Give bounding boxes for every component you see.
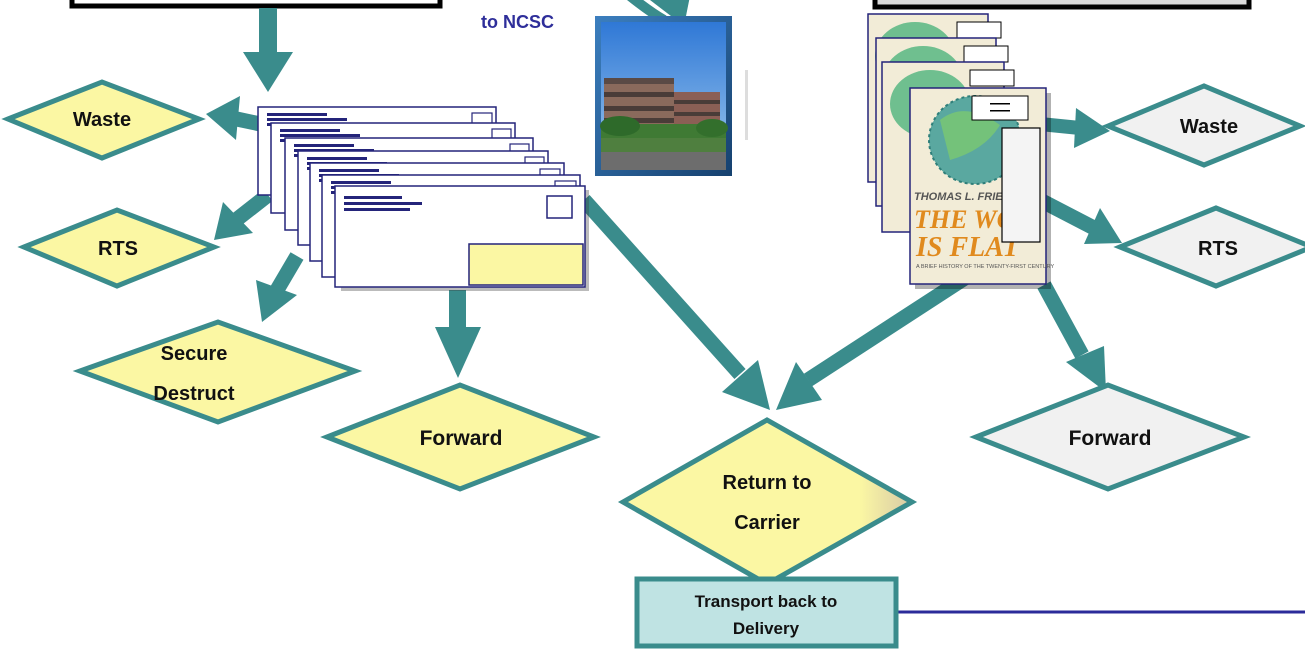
book-cover-front: THOMAS L. FRIED THE WOR IS FLAT A BRIEF … xyxy=(909,87,1054,289)
diamond-forward-letters: Forward xyxy=(320,382,601,492)
diamond-label: Waste xyxy=(73,109,131,131)
diamond-return-to-carrier: Return to Carrier xyxy=(617,417,918,587)
top-left-box xyxy=(69,0,443,9)
book-author: THOMAS L. FRIED xyxy=(914,191,1011,203)
arrow-down-from-top xyxy=(243,8,293,92)
diamond-waste-letters: Waste xyxy=(1,79,206,161)
arrow-letters-to-return xyxy=(578,194,770,410)
arrow-to-waste-left xyxy=(206,96,267,140)
book-subtitle: A BRIEF HISTORY OF THE TWENTY-FIRST CENT… xyxy=(916,264,1054,270)
arrow-to-rts-left xyxy=(214,189,273,240)
diamond-label-line2: Carrier xyxy=(734,512,800,534)
diamond-label: Waste xyxy=(1180,116,1238,138)
letter-envelope-stack xyxy=(257,106,589,291)
transport-back-box: Transport back to Delivery xyxy=(634,576,899,649)
transport-label-line1: Transport back to xyxy=(695,592,838,611)
diamond-label-line1: Secure xyxy=(161,343,228,365)
top-right-box xyxy=(872,0,1252,10)
arrow-to-secure-destruct xyxy=(256,252,304,322)
arrow-to-rts-right xyxy=(1036,193,1122,244)
arrow-flats-to-return xyxy=(776,269,973,410)
diamond-label-line1: Return to xyxy=(723,472,812,494)
diamond-rts-letters: RTS xyxy=(17,207,221,289)
envelope-front xyxy=(334,185,589,291)
diamond-rts-flats: RTS xyxy=(1113,205,1305,289)
diamond-label-line2: Destruct xyxy=(153,383,234,405)
diamond-forward-flats: Forward xyxy=(969,382,1252,492)
arrow-to-forward-right xyxy=(1037,281,1106,392)
flats-book-stack: THOMAS L. FRIED THE WOR IS FLAT A BRIEF … xyxy=(867,13,1054,289)
diamond-waste-flats: Waste xyxy=(1101,83,1305,168)
to-ncsc-caption: to NCSC xyxy=(481,12,554,32)
arrow-to-forward-left xyxy=(435,290,481,378)
ncsc-building-photo xyxy=(595,16,748,176)
diamond-label: Forward xyxy=(1069,427,1152,450)
diamond-secure-destruct: Secure Destruct xyxy=(72,319,363,425)
diamond-label: RTS xyxy=(98,238,138,260)
diamond-label: RTS xyxy=(1198,238,1238,260)
diamond-label: Forward xyxy=(420,427,503,450)
transport-label-line2: Delivery xyxy=(733,619,800,638)
